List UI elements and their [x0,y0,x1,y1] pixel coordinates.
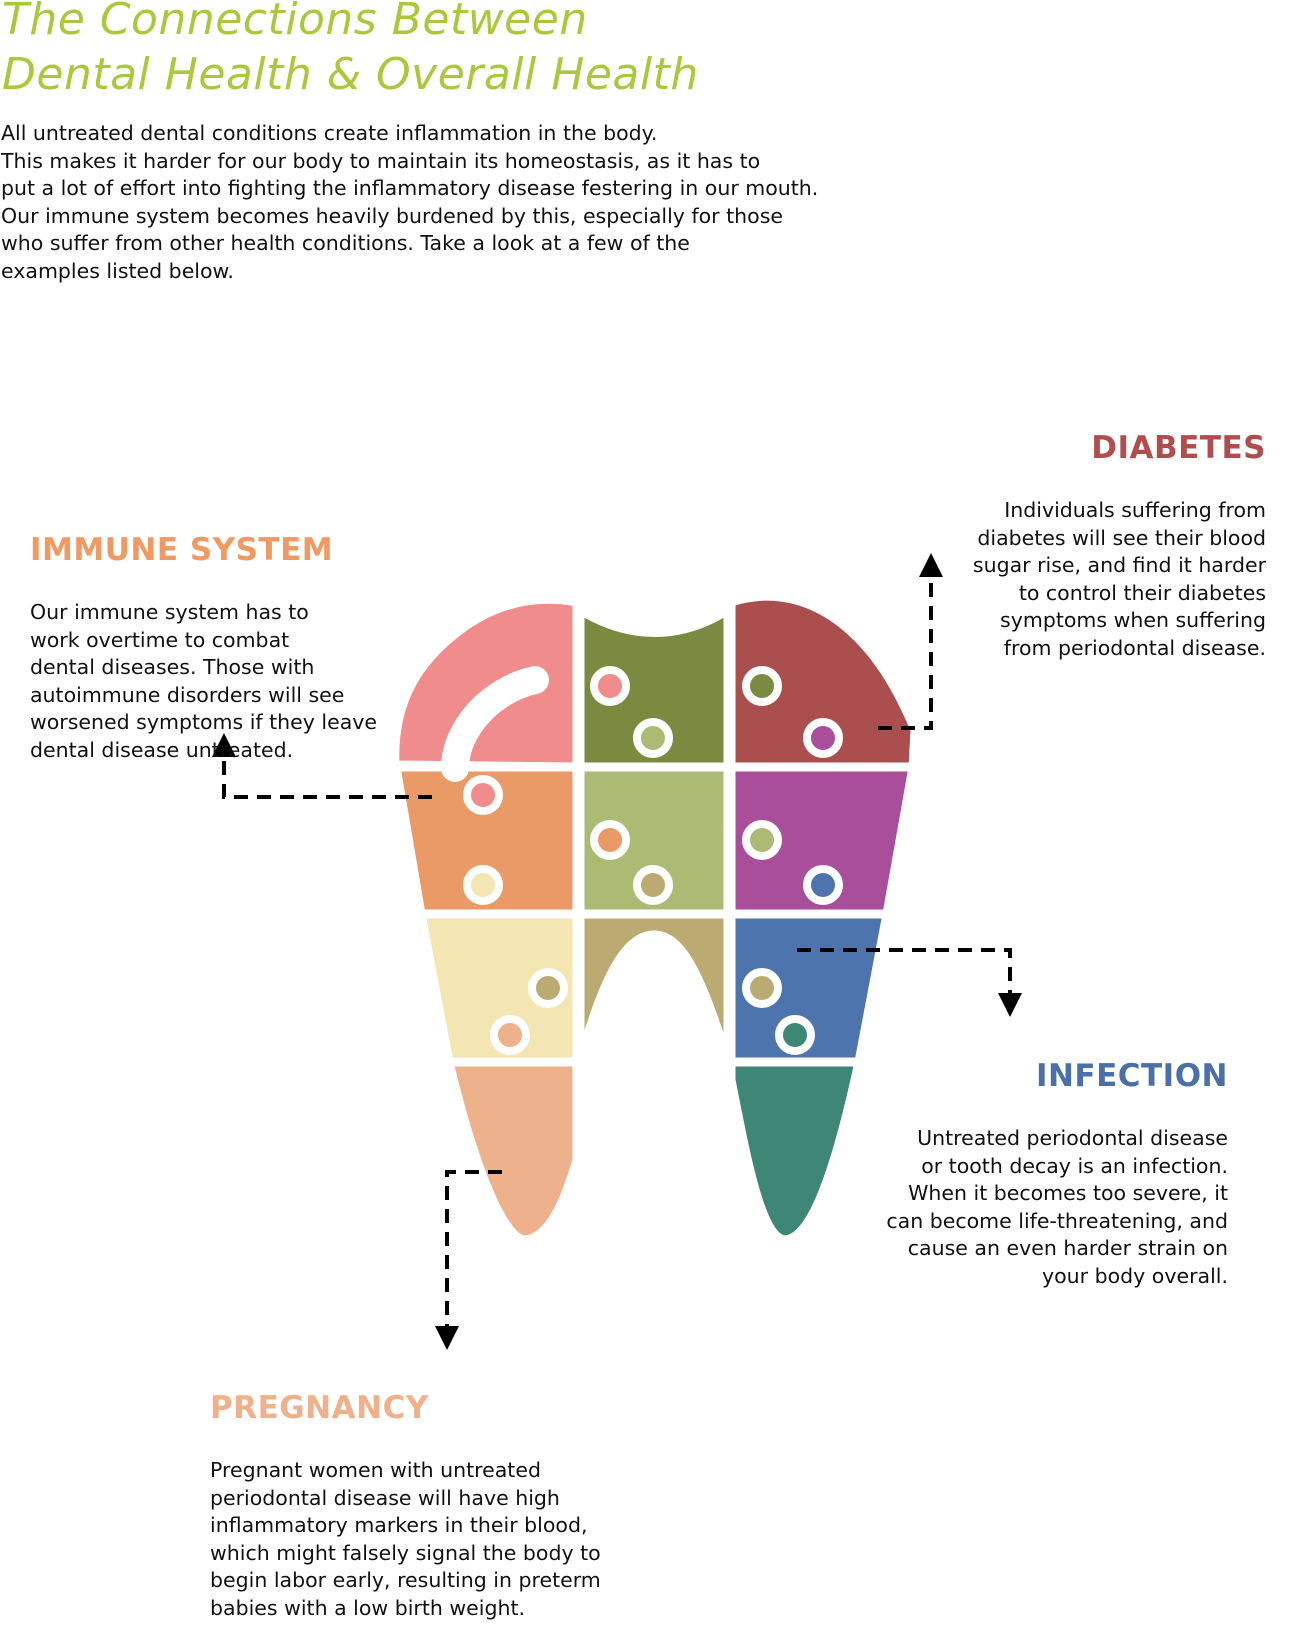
arrow-infection [797,948,1022,1017]
intro-paragraph: All untreated dental conditions create i… [1,121,819,283]
infection-text: Untreated periodontal disease or tooth d… [886,1126,1228,1288]
infection-heading: INFECTION [1035,1057,1228,1094]
tooth-highlight [441,666,549,782]
tooth-piece-tan [575,909,733,1067]
arrow-diabetes [878,553,943,730]
tooth-puzzle-diagram [212,553,1022,1350]
page-title: The Connections Between Dental Health & … [2,0,699,102]
knob [590,666,630,706]
knob [463,775,503,815]
knob [803,718,843,758]
diabetes-heading: DIABETES [1091,429,1266,466]
immune-section: IMMUNE SYSTEM Our immune system has to w… [30,502,377,792]
knob [633,718,673,758]
pregnancy-section: PREGNANCY Pregnant women with untreated … [210,1360,601,1650]
knob [633,865,673,905]
knob [490,1015,530,1055]
knob [463,865,503,905]
pregnancy-heading: PREGNANCY [210,1389,429,1426]
diabetes-section: DIABETES Individuals suffering from diab… [973,400,1266,690]
title-line-2: Dental Health & Overall Health [2,49,699,100]
puzzle-knobs [463,666,843,1055]
arrow-immune [212,733,432,799]
pregnancy-text: Pregnant women with untreated periodonta… [210,1458,601,1620]
immune-text: Our immune system has to work overtime t… [30,600,378,762]
knob [742,968,782,1008]
tooth-piece-pink [390,594,582,772]
tooth-piece-teal [726,1057,864,1245]
knob [590,820,630,860]
title-line-1: The Connections Between [2,0,588,45]
immune-heading: IMMUNE SYSTEM [30,531,334,568]
knob [803,865,843,905]
knob [775,1015,815,1055]
tooth-piece-peach [444,1057,582,1245]
infection-section: INFECTION Untreated periodontal disease … [886,1028,1228,1318]
knob [742,666,782,706]
knob [528,968,568,1008]
knob [742,820,782,860]
arrow-pregnancy [435,1170,502,1350]
diabetes-text: Individuals suffering from diabetes will… [972,498,1266,660]
